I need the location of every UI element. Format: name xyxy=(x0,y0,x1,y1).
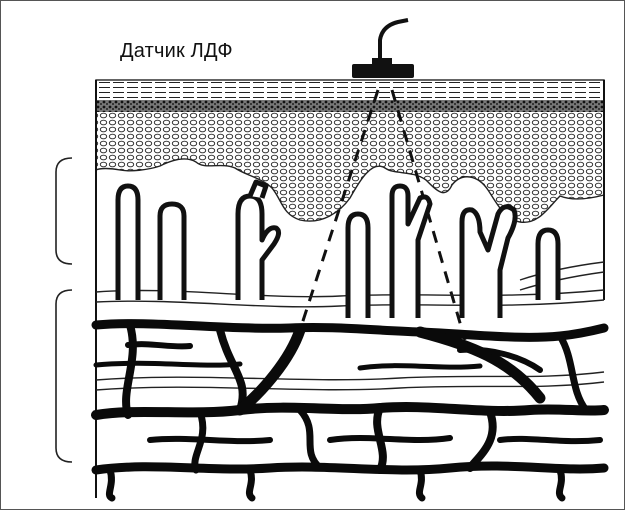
stratum-dark-band xyxy=(96,100,604,112)
bracket-upper xyxy=(56,158,72,264)
probe-label: Датчик ЛДФ xyxy=(120,40,233,63)
ldf-probe xyxy=(352,20,414,78)
deep-vascular-network xyxy=(96,324,604,498)
probe-head xyxy=(352,64,414,78)
bracket-lower xyxy=(56,290,72,462)
stratum-corneum xyxy=(96,80,604,102)
